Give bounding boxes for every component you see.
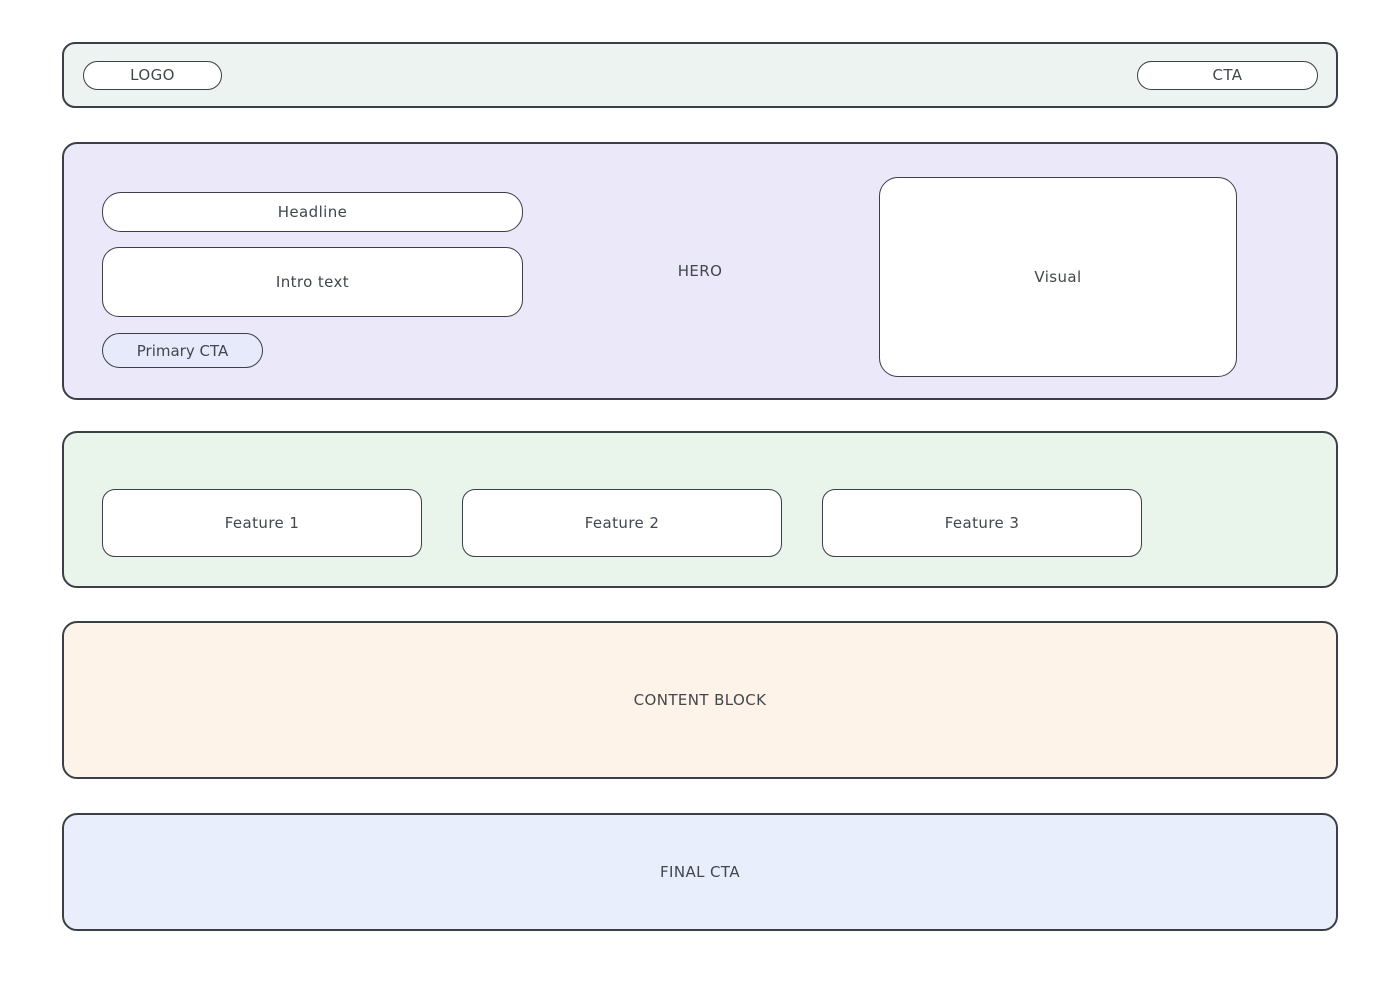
- feature-1-label: Feature 1: [224, 514, 300, 532]
- header-cta-button[interactable]: CTA: [1137, 60, 1318, 90]
- content-block-section: CONTENT BLOCK: [62, 621, 1338, 779]
- feature-card-3: Feature 3: [822, 489, 1142, 557]
- primary-cta-label: Primary CTA: [136, 341, 229, 360]
- landing-page-wireframe: LOGO CTA Headline Intro text Primary CTA…: [62, 42, 1338, 931]
- intro-text-placeholder: Intro text: [102, 247, 523, 317]
- feature-card-2: Feature 2: [462, 489, 782, 557]
- feature-card-1: Feature 1: [102, 489, 422, 557]
- primary-cta-button[interactable]: Primary CTA: [102, 333, 263, 368]
- hero-section: Headline Intro text Primary CTA HERO Vis…: [62, 142, 1338, 400]
- features-section: Feature 1 Feature 2 Feature 3: [62, 431, 1338, 588]
- feature-2-label: Feature 2: [584, 514, 660, 532]
- hero-visual-placeholder: Visual: [879, 177, 1237, 377]
- final-cta-label: FINAL CTA: [660, 863, 740, 881]
- header-bar: LOGO CTA: [62, 42, 1338, 108]
- content-block-label: CONTENT BLOCK: [633, 691, 767, 709]
- hero-left-column: Headline Intro text Primary CTA: [102, 192, 523, 368]
- final-cta-section[interactable]: FINAL CTA: [62, 813, 1338, 931]
- header-cta-label: CTA: [1212, 66, 1243, 84]
- intro-text-label: Intro text: [275, 273, 350, 291]
- logo-label: LOGO: [130, 66, 175, 84]
- visual-label: Visual: [1034, 268, 1082, 286]
- headline-placeholder: Headline: [102, 192, 523, 232]
- logo-pill[interactable]: LOGO: [83, 60, 222, 90]
- feature-3-label: Feature 3: [944, 514, 1020, 532]
- hero-section-label: HERO: [677, 262, 723, 280]
- headline-label: Headline: [277, 203, 348, 221]
